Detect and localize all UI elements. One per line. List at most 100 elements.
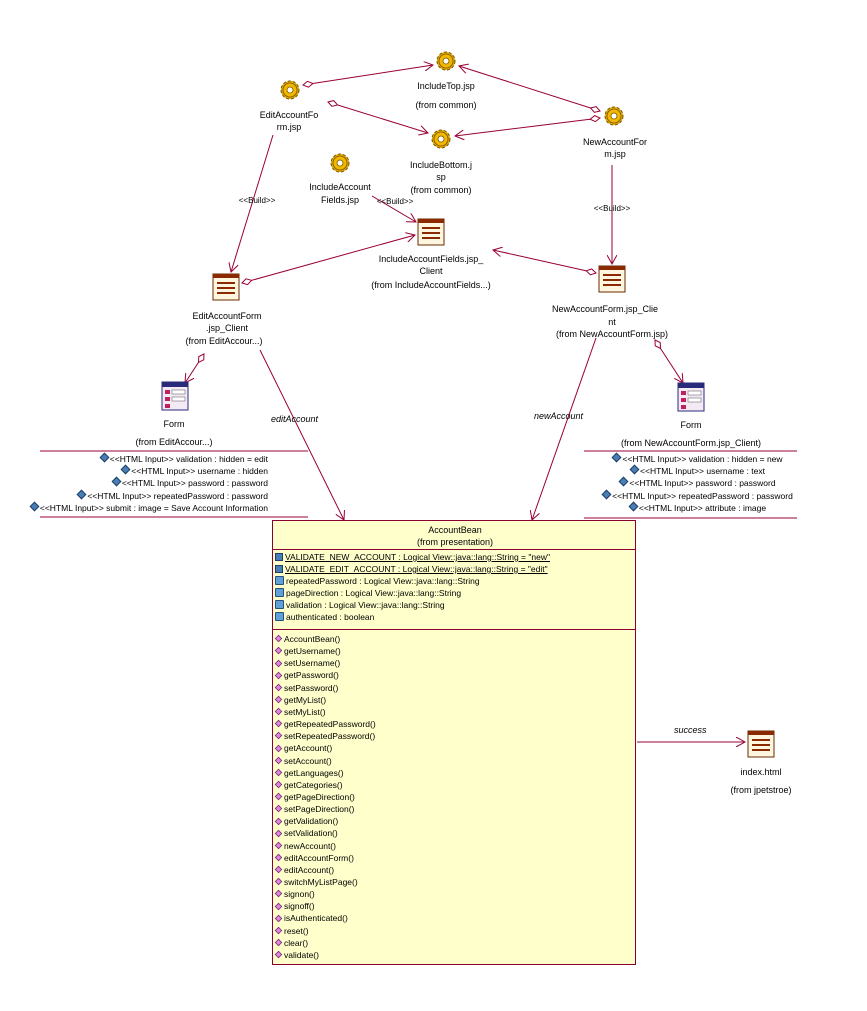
form-field-text: <<HTML Input>> username : text	[640, 466, 765, 477]
attribute: pageDirection : Logical View::java::lang…	[275, 587, 461, 599]
attribute-text: repeatedPassword : Logical View::java::l…	[286, 576, 480, 586]
operation-text: getUsername()	[284, 646, 341, 657]
new-client-line2: nt	[608, 317, 616, 327]
operation: setPageDirection()	[274, 803, 354, 815]
attribute-text: VALIDATE_EDIT_ACCOUNT : Logical View::ja…	[285, 564, 548, 574]
operation: editAccount()	[274, 864, 335, 876]
operation: getPageDirection()	[274, 791, 355, 803]
operation-icon	[274, 707, 283, 716]
edit-account-form-line1: EditAccountFo	[259, 110, 319, 120]
operation-icon	[274, 768, 283, 777]
form-field-row: <<HTML Input>> validation : hidden = new	[598, 452, 798, 465]
operation: setPassword()	[274, 682, 339, 694]
include-account-fields-line2: Fields.jsp	[320, 195, 360, 205]
field-icon	[629, 464, 640, 475]
attribute-icon	[275, 588, 284, 598]
build-label-right: <<Build>>	[593, 204, 631, 213]
form-field-text: <<HTML Input>> repeatedPassword : passwo…	[612, 490, 793, 501]
field-icon	[601, 489, 612, 500]
client-page-icon	[212, 273, 240, 301]
form-right-from: (from NewAccountForm.jsp_Client)	[620, 438, 762, 448]
fields-client-line1: IncludeAccountFields.jsp_	[378, 254, 484, 264]
form-field-text: <<HTML Input>> validation : hidden = edi…	[109, 454, 268, 464]
static-attribute-icon	[275, 564, 283, 573]
operation: reset()	[274, 925, 309, 937]
operation-text: setPassword()	[284, 682, 339, 693]
static-attribute: VALIDATE_NEW_ACCOUNT : Logical View::jav…	[275, 551, 550, 563]
form-field-row: <<HTML Input>> password : password	[598, 476, 798, 489]
operation: editAccountForm()	[274, 852, 354, 864]
form-field-row: <<HTML Input>> username : text	[598, 464, 798, 477]
operation-icon	[274, 805, 283, 813]
gear-icon	[280, 80, 300, 100]
fields-client-from: (from IncludeAccountFields...)	[371, 280, 491, 290]
form-icon	[677, 382, 705, 412]
operation-text: setRepeatedPassword()	[284, 731, 376, 742]
edge-edit-to-includebottom	[328, 102, 428, 133]
operation-icon	[274, 695, 283, 704]
form-left-name: Form	[163, 419, 185, 429]
form-field-text: <<HTML Input>> repeatedPassword : passwo…	[87, 490, 268, 501]
fields-client-line2: Client	[419, 266, 443, 276]
attribute-icon	[275, 576, 284, 586]
operation-icon	[274, 635, 283, 643]
operation: getUsername()	[274, 645, 341, 657]
operation-text: clear()	[284, 937, 309, 948]
include-account-fields-line1: IncludeAccount	[309, 182, 371, 192]
operation-text: getPageDirection()	[284, 791, 355, 802]
operation-icon	[274, 829, 283, 837]
operation: setAccount()	[274, 755, 332, 767]
include-bottom-line2: sp	[436, 172, 446, 182]
account-bean-name: AccountBean	[428, 525, 482, 535]
operation-icon	[274, 732, 283, 740]
field-icon	[29, 501, 40, 512]
operation-icon	[274, 720, 283, 728]
include-bottom-from: (from common)	[410, 185, 472, 195]
edit-client-line2: .jsp_Client	[205, 323, 249, 333]
operation: isAuthenticated()	[274, 912, 348, 924]
operation-text: setUsername()	[284, 658, 341, 669]
field-icon	[76, 489, 87, 500]
attribute-text: authenticated : boolean	[286, 612, 375, 622]
operation: setRepeatedPassword()	[274, 730, 376, 742]
form-field-row: <<HTML Input>> repeatedPassword : passwo…	[0, 489, 268, 502]
operation: getPassword()	[274, 669, 339, 681]
edge-new-to-includetop	[459, 66, 600, 111]
operation-icon	[274, 914, 283, 922]
form-field-text: <<HTML Input>> password : password	[629, 478, 776, 489]
operation: getCategories()	[274, 779, 343, 791]
form-field-text: <<HTML Input>> password : password	[121, 478, 268, 489]
operation-text: setAccount()	[284, 755, 332, 766]
operation-icon	[274, 756, 283, 764]
operation-icon	[274, 938, 283, 947]
edge-editclient-to-fieldsclient	[242, 235, 415, 283]
operation: newAccount()	[274, 840, 336, 852]
operation: switchMyListPage()	[274, 876, 358, 888]
build-label-left: <<Build>>	[238, 196, 276, 205]
operation: signoff()	[274, 900, 315, 912]
edge-edit-to-includetop	[303, 65, 433, 85]
operation-icon	[274, 744, 283, 752]
operation-text: switchMyListPage()	[284, 877, 358, 887]
client-page-icon	[417, 218, 445, 246]
include-top-from: (from common)	[415, 100, 477, 110]
attribute: authenticated : boolean	[275, 611, 374, 623]
new-client-line1: NewAccountForm.jsp_Clie	[551, 304, 659, 314]
operation: signon()	[274, 888, 315, 900]
operation: getRepeatedPassword()	[274, 718, 376, 730]
edge-editaccount	[259, 349, 344, 520]
operation-text: editAccount()	[284, 864, 335, 875]
operation-icon	[274, 659, 283, 667]
form-field-text: <<HTML Input>> username : hidden	[131, 466, 268, 477]
attribute-separator	[273, 629, 635, 630]
operation-text: setValidation()	[284, 828, 338, 839]
new-account-form-line1: NewAccountFor	[582, 137, 648, 147]
operation-text: AccountBean()	[284, 634, 341, 644]
field-icon	[111, 476, 122, 487]
gear-icon	[436, 51, 456, 71]
operation-text: getPassword()	[284, 670, 339, 681]
form-field-row: <<HTML Input>> password : password	[0, 476, 268, 489]
operation: getLanguages()	[274, 767, 344, 779]
gear-icon	[330, 153, 350, 173]
